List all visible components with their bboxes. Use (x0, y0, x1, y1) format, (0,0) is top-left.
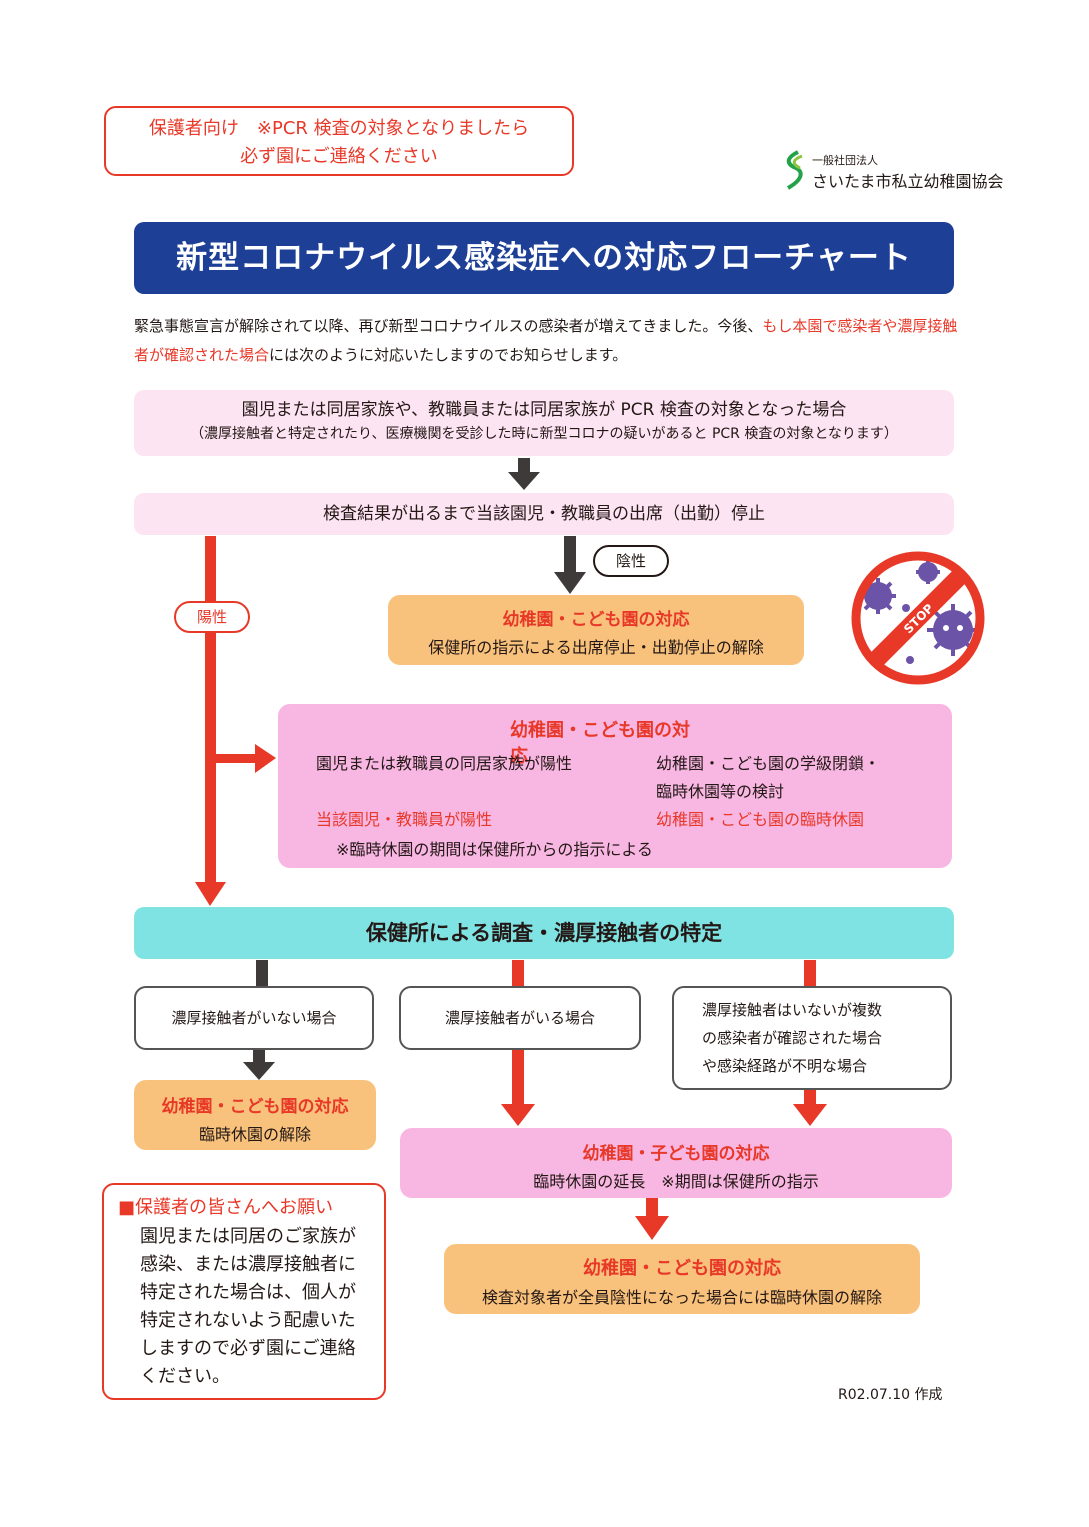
positive-note: ※臨時休園の期間は保健所からの指示による (336, 840, 653, 859)
step1-line2: （濃厚接触者と特定されたり、医療機関を受診した時に新型コロナの疑いがあると PC… (190, 426, 898, 442)
response-extend-box: 幼稚園・子ども園の対応 臨時休園の延長 ※期間は保健所の指示 (400, 1128, 952, 1198)
response-final-box: 幼稚園・こども園の対応 検査対象者が全員陰性になった場合には臨時休園の解除 (444, 1244, 920, 1314)
request-line: 特定された場合は、個人が (140, 1282, 356, 1303)
case-multiple-line1: 濃厚接触者はいないが複数 (702, 1001, 883, 1019)
negative-label: 陰性 (593, 545, 669, 577)
virus-stop-icon: STOP (851, 551, 985, 685)
positive-row1-left: 園児または教職員の同居家族が陽性 (316, 754, 573, 773)
notice-line1: 保護者向け ※PCR 検査の対象となりましたら (148, 118, 530, 139)
request-line: 特定されないよう配慮いた (140, 1310, 356, 1331)
positive-response-box: 幼稚園・こども園の対応 園児または教職員の同居家族が陽性 幼稚園・こども園の学級… (278, 704, 952, 868)
response-final-title: 幼稚園・こども園の対応 (583, 1258, 781, 1279)
case-contact-exists: 濃厚接触者がいる場合 (399, 986, 641, 1050)
response-none-title: 幼稚園・こども園の対応 (161, 1097, 349, 1117)
arrow-down-red-middle (501, 1050, 535, 1126)
response-none-text: 臨時休園の解除 (198, 1125, 311, 1144)
request-line: ください。 (140, 1366, 230, 1387)
request-body: 園児または同居のご家族が 感染、または濃厚接触者に 特定された場合は、個人が 特… (140, 1223, 380, 1391)
response-none-box: 幼稚園・こども園の対応 臨時休園の解除 (134, 1080, 376, 1150)
stub-dark-left (256, 960, 268, 986)
positive-response-title: 幼稚園・こども園の対応 (510, 720, 690, 767)
case-multiple-or-unknown: 濃厚接触者はいないが複数 の感染者が確認された場合 や感染経路が不明な場合 (672, 986, 952, 1090)
positive-label: 陽性 (174, 601, 250, 633)
creation-date: R02.07.10 作成 (838, 1387, 943, 1403)
request-line: 感染、または濃厚接触者に (140, 1254, 356, 1275)
arrow-down-dark-negative (554, 536, 586, 594)
positive-row1-right-line1: 幼稚園・こども園の学級閉鎖・ (656, 754, 881, 773)
arrow-down-dark-none (243, 1050, 275, 1080)
positive-row1-right-line2: 臨時休園等の検討 (656, 782, 785, 801)
step1-line1: 園児または同居家族や、教職員または同居家族が PCR 検査の対象となった場合 (241, 400, 847, 420)
intro-part3: には次のように対応いたしますのでお知らせします。 (269, 346, 628, 364)
request-line: 園児または同居のご家族が (140, 1226, 356, 1247)
stub-red-middle (512, 960, 524, 986)
page-title: 新型コロナウイルス感染症への対応フローチャート (134, 222, 954, 294)
intro-part1: 緊急事態宣言が解除されて以降、再び新型コロナウイルスの感染者が増えてきました。今… (134, 317, 763, 335)
parents-request-box: ■保護者の皆さんへお願い 園児または同居のご家族が 感染、または濃厚接触者に 特… (102, 1183, 386, 1400)
stub-red-right (804, 960, 816, 986)
intro-text: 緊急事態宣言が解除されて以降、再び新型コロナウイルスの感染者が増えてきました。今… (134, 312, 964, 370)
arrow-down-red-right (793, 1090, 827, 1126)
org-logo-icon (786, 150, 803, 190)
notice-box: 保護者向け ※PCR 検査の対象となりましたら 必ず園にご連絡ください (104, 106, 574, 176)
positive-row2-right: 幼稚園・こども園の臨時休園 (656, 810, 865, 829)
response-extend-text: 臨時休園の延長 ※期間は保健所の指示 (533, 1172, 819, 1191)
request-line: しますので必ず園にご連絡 (140, 1338, 356, 1359)
arrow-down-red-final (635, 1198, 669, 1240)
org-type: 一般社団法人 (812, 154, 878, 167)
case-multiple-line2: の感染者が確認された場合 (702, 1029, 883, 1047)
response-extend-title: 幼稚園・子ども園の対応 (582, 1144, 770, 1164)
negative-response-box: 幼稚園・こども園の対応 保健所の指示による出席停止・出勤停止の解除 (388, 595, 804, 665)
org-name: さいたま市私立幼稚園協会 (812, 172, 1004, 191)
step-attendance-stop: 検査結果が出るまで当該園児・教職員の出席（出勤）停止 (134, 493, 954, 535)
intro-part2: もし本園で感染者や濃厚接触者が確認された場合 (134, 317, 958, 364)
arrow-red-positive-line (195, 536, 276, 906)
negative-response-title: 幼稚園・こども園の対応 (502, 610, 690, 630)
investigation-bar: 保健所による調査・濃厚接触者の特定 (134, 907, 954, 959)
case-multiple-line3: や感染経路が不明な場合 (702, 1057, 868, 1075)
arrow-down-dark-1 (508, 458, 540, 490)
positive-row2-left: 当該園児・教職員が陽性 (316, 810, 493, 829)
case-no-contact: 濃厚接触者がいない場合 (134, 986, 374, 1050)
notice-line2: 必ず園にご連絡ください (240, 146, 438, 167)
response-final-text: 検査対象者が全員陰性になった場合には臨時休園の解除 (481, 1288, 882, 1307)
negative-response-text: 保健所の指示による出席停止・出勤停止の解除 (428, 638, 764, 657)
request-title: ■保護者の皆さんへお願い (118, 1197, 334, 1218)
step-pcr-target: 園児または同居家族や、教職員または同居家族が PCR 検査の対象となった場合 （… (134, 390, 954, 456)
